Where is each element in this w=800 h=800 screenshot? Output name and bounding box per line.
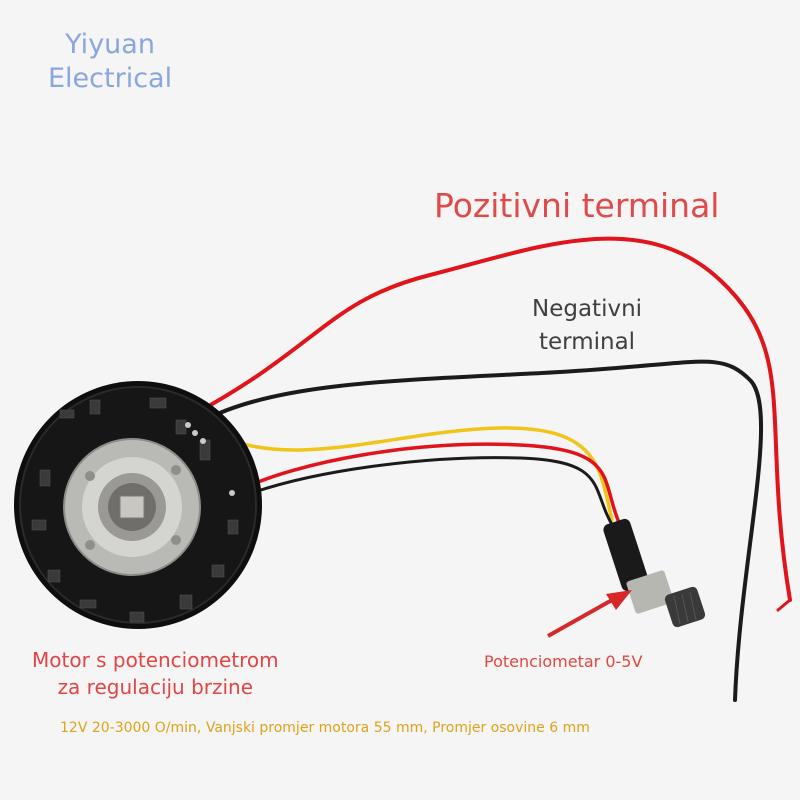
motor-pcb [14,381,262,629]
arrow-icon [547,590,632,638]
negative-terminal-label: Negativni terminal [532,293,642,359]
red-wire-end [776,598,792,612]
potentiometer-label: Potenciometar 0-5V [484,652,643,671]
positive-terminal-label: Pozitivni terminal [434,186,720,225]
black-wire-pot [236,456,616,530]
negative-terminal-line-1: Negativni [532,296,643,322]
potentiometer [603,518,706,628]
black-wire [203,359,764,702]
motor-label: Motor s potenciometrom za regulaciju brz… [32,647,279,701]
motor-label-line-1: Motor s potenciometrom [32,648,279,672]
wires [196,236,792,702]
motor-label-line-2: za regulaciju brzine [57,675,254,699]
red-wire-long [196,236,792,602]
specs-text: 12V 20-3000 O/min, Vanjski promjer motor… [60,720,590,736]
negative-terminal-line-2: terminal [538,329,636,355]
brand-line-2: Electrical [48,63,173,94]
red-wire-pot [233,442,622,527]
brand-line-1: Yiyuan [65,29,155,60]
brand-watermark: Yiyuan Electrical [48,28,172,96]
